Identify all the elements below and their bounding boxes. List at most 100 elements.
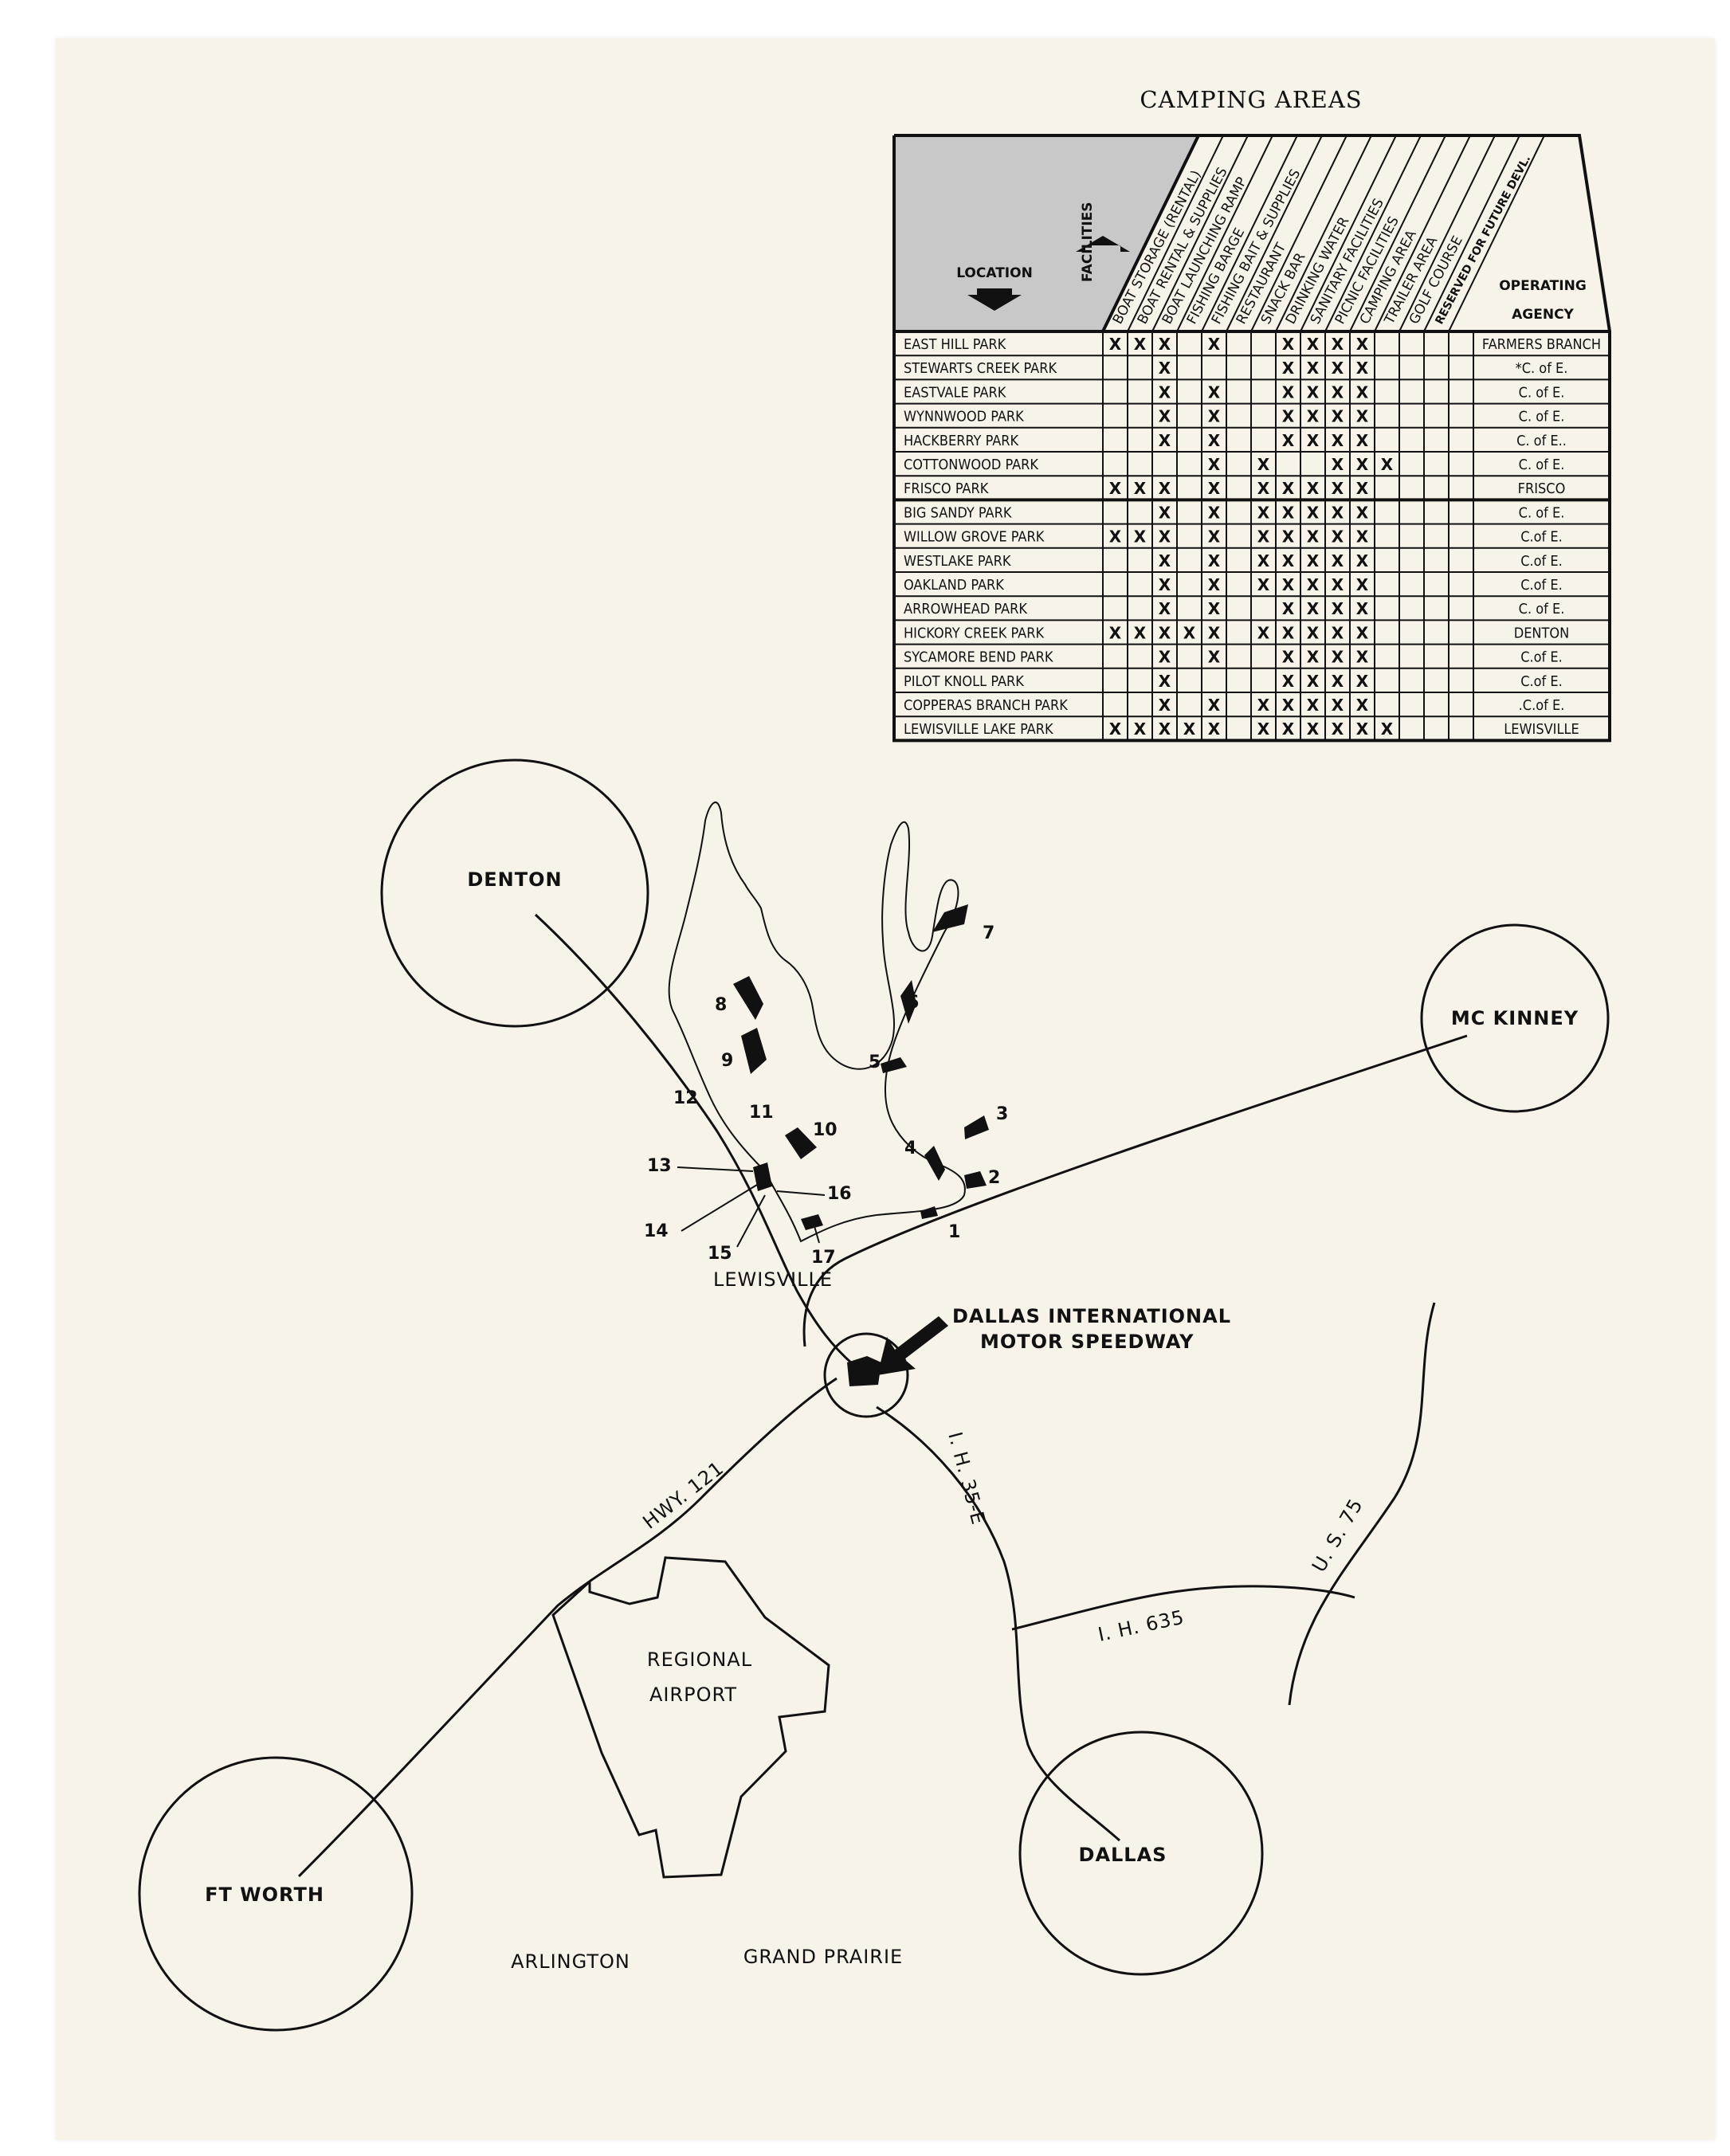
leader-16 — [776, 1190, 826, 1196]
facility-mark: X — [1381, 455, 1394, 474]
facility-mark: X — [1332, 648, 1344, 667]
facility-mark: X — [1307, 335, 1320, 354]
facility-mark: X — [1159, 431, 1171, 450]
facility-mark: X — [1134, 623, 1147, 642]
table-frame — [892, 134, 1611, 743]
facility-mark: X — [1356, 623, 1369, 642]
facility-mark: X — [1208, 623, 1221, 642]
leader-14 — [681, 1184, 758, 1232]
facility-mark: X — [1282, 407, 1295, 426]
operating-agency: FRISCO — [1518, 480, 1566, 497]
facility-mark: X — [1307, 575, 1320, 594]
facility-mark: X — [1332, 551, 1344, 570]
facility-mark: X — [1332, 696, 1344, 715]
facility-mark: X — [1282, 672, 1295, 691]
facility-mark: X — [1159, 696, 1171, 715]
operating-agency: C.of E. — [1520, 529, 1563, 546]
facility-mark: X — [1257, 696, 1270, 715]
lewisville-to-mckinney-road — [802, 1034, 1468, 1347]
park-4-blob — [924, 1146, 945, 1181]
park-number: 2 — [988, 1168, 1000, 1188]
park-number: 12 — [673, 1088, 698, 1108]
place-label-airport-line1: REGIONAL — [647, 1648, 752, 1671]
facility-mark: X — [1307, 672, 1320, 691]
denton-circle — [380, 759, 649, 1028]
park-name: EASTVALE PARK — [904, 384, 1006, 401]
place-label-speedway-line1: DALLAS INTERNATIONAL — [952, 1305, 1231, 1327]
park-name: WYNNWOOD PARK — [904, 409, 1024, 425]
facility-mark: X — [1282, 335, 1295, 354]
facility-mark: X — [1159, 479, 1171, 498]
facility-mark: X — [1307, 696, 1320, 715]
column-divider — [1374, 135, 1471, 332]
dallas-circle — [1018, 1731, 1264, 1976]
facility-mark: X — [1159, 575, 1171, 594]
column-divider — [1151, 135, 1249, 332]
road-label-ih35e: I. H. 35-E — [943, 1429, 990, 1527]
right-arrow-icon — [1076, 236, 1130, 252]
facility-mark: X — [1208, 527, 1221, 547]
facility-mark: X — [1307, 503, 1320, 522]
park-1-blob — [920, 1206, 938, 1219]
facility-mark: X — [1282, 479, 1295, 498]
operating-agency: C. of E. — [1519, 457, 1565, 473]
facility-mark: X — [1356, 527, 1369, 547]
facility-mark: X — [1381, 719, 1394, 739]
column-divider — [1399, 135, 1496, 332]
operating-agency: LEWISVILLE — [1504, 721, 1579, 738]
park-name: LEWISVILLE LAKE PARK — [904, 721, 1053, 738]
camping-areas-title: CAMPING AREAS — [1140, 86, 1363, 113]
facility-mark: X — [1332, 575, 1344, 594]
facility-mark: X — [1159, 382, 1171, 402]
facility-mark: X — [1159, 719, 1171, 739]
facility-mark: X — [1208, 696, 1221, 715]
park-number: 13 — [647, 1156, 672, 1176]
park-name: BIG SANDY PARK — [904, 504, 1012, 521]
park-10-blob — [785, 1127, 817, 1159]
park-3-blob — [964, 1115, 989, 1139]
facility-mark: X — [1356, 407, 1369, 426]
facility-mark: X — [1257, 719, 1270, 739]
park-name: WILLOW GROVE PARK — [904, 529, 1045, 546]
park-name: EAST HILL PARK — [904, 336, 1006, 353]
park-name: FRISCO PARK — [904, 480, 989, 497]
facility-mark: X — [1307, 551, 1320, 570]
column-divider — [1324, 135, 1422, 332]
park-name: COPPERAS BRANCH PARK — [904, 697, 1068, 714]
park-2-blob — [964, 1171, 987, 1189]
facility-mark: X — [1183, 623, 1196, 642]
operating-agency: C.of E. — [1520, 553, 1563, 570]
facility-mark: X — [1282, 575, 1295, 594]
facility-mark: X — [1307, 382, 1320, 402]
leader-13 — [677, 1166, 754, 1172]
facility-mark: X — [1159, 551, 1171, 570]
park-number: 9 — [721, 1051, 733, 1071]
mckinney-circle — [1420, 923, 1610, 1113]
speedway-circle — [823, 1332, 909, 1418]
facility-mark: X — [1332, 407, 1344, 426]
facility-mark: X — [1307, 648, 1320, 667]
facility-mark: X — [1282, 696, 1295, 715]
operating-agency: C.of E. — [1520, 649, 1563, 666]
operating-agency: C. of E. — [1519, 601, 1565, 617]
facility-mark: X — [1208, 503, 1221, 522]
column-divider — [1349, 135, 1446, 332]
park-number: 16 — [827, 1184, 852, 1204]
park-7-blob — [932, 904, 968, 932]
facility-mark: X — [1332, 359, 1344, 378]
facility-mark: X — [1208, 575, 1221, 594]
column-divider — [1226, 135, 1323, 332]
park-8-blob — [733, 976, 763, 1020]
place-label-speedway-line2: MOTOR SPEEDWAY — [980, 1331, 1195, 1353]
hwy121-road — [297, 1377, 838, 1878]
facility-mark: X — [1208, 719, 1221, 739]
facility-mark: X — [1134, 479, 1147, 498]
facility-mark: X — [1282, 431, 1295, 450]
facility-mark: X — [1109, 719, 1122, 739]
facility-mark: X — [1332, 503, 1344, 522]
park-9-blob — [741, 1028, 767, 1074]
park-number: 7 — [983, 923, 994, 943]
facility-mark: X — [1159, 623, 1171, 642]
facility-mark: X — [1356, 599, 1369, 618]
facility-mark: X — [1134, 527, 1147, 547]
